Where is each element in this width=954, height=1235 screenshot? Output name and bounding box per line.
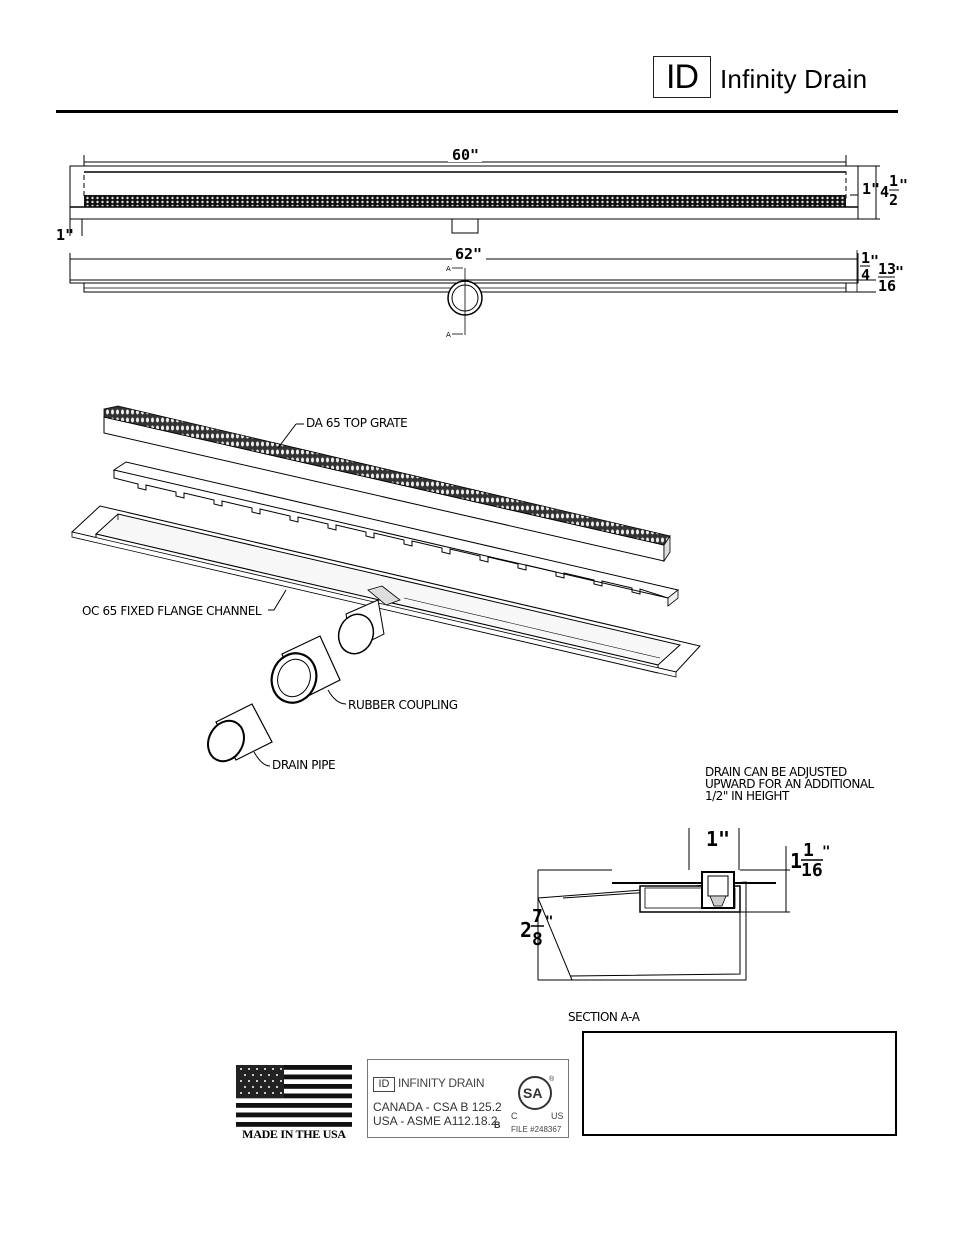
section-depth-num: 1 — [803, 840, 814, 861]
cert-b-mark: B — [494, 1120, 501, 1130]
note-line: UPWARD FOR AN ADDITIONAL — [705, 777, 874, 791]
drain-pipe — [207, 703, 273, 763]
usa-flag-icon — [236, 1065, 352, 1127]
top-grate — [103, 405, 671, 563]
csa-mark-text: SA — [523, 1085, 542, 1101]
side-thickness-unit: " — [895, 263, 904, 281]
cert-us-label: US — [551, 1111, 564, 1121]
cert-c-label: C — [511, 1111, 518, 1121]
channel-label: OC 65 FIXED FLANGE CHANNEL — [82, 604, 262, 618]
rubber-coupling — [270, 635, 341, 704]
section-height-den: 8 — [532, 929, 543, 950]
exploded-view: DA 65 TOP GRATE OC 65 FIXED FLANGE CHANN… — [70, 405, 701, 772]
made-in-usa-caption: MADE IN THE USA — [242, 1127, 346, 1141]
side-view: 62" A A 1 4 " 13 16 " — [69, 245, 904, 339]
section-width-dim: 1" — [706, 827, 730, 851]
section-depth-unit: " — [822, 844, 830, 860]
top-length-dim: 60" — [452, 146, 479, 164]
brand-logo-mark: ID — [653, 56, 711, 98]
section-marker-bottom: A — [446, 331, 451, 339]
outlet-stub — [337, 599, 385, 655]
note-line: 1/2" IN HEIGHT — [705, 789, 789, 803]
side-thickness-num: 13 — [878, 260, 896, 278]
coupling-label: RUBBER COUPLING — [348, 698, 458, 712]
top-height-whole: 4 — [880, 183, 889, 201]
cert-canada-standard: CANADA - CSA B 125.2 — [373, 1100, 502, 1114]
section-depth-den: 16 — [801, 860, 823, 881]
top-edge-dim: 1" — [56, 226, 74, 244]
top-height-den: 2 — [889, 191, 898, 209]
adjustment-note: DRAIN CAN BE ADJUSTED UPWARD FOR AN ADDI… — [705, 766, 905, 802]
pipe-label: DRAIN PIPE — [272, 758, 335, 772]
note-line: DRAIN CAN BE ADJUSTED — [705, 765, 847, 779]
side-flange-num: 1 — [861, 249, 870, 267]
section-height-whole: 2 — [520, 918, 532, 942]
section-height-unit: " — [545, 914, 553, 930]
section-marker-top: A — [446, 265, 451, 273]
section-view: 1" 1 1 16 " 2 7 8 " — [520, 827, 830, 981]
side-flange-unit: " — [870, 252, 879, 270]
grate-frame — [112, 461, 680, 607]
top-view: 60" 1" 4 1 2 " 1" — [56, 146, 908, 244]
top-height-num: 1 — [889, 172, 898, 190]
certification-badge: ID INFINITY DRAIN CANADA - CSA B 125.2 U… — [367, 1059, 569, 1138]
side-flange-den: 4 — [861, 266, 870, 284]
section-depth-whole: 1 — [790, 849, 802, 873]
top-inner-depth-dim: 1" — [862, 180, 880, 198]
brand-name: Infinity Drain — [720, 64, 868, 94]
cert-logo-mark: ID — [373, 1077, 395, 1092]
side-length-dim: 62" — [455, 245, 482, 263]
top-height-unit: " — [899, 176, 908, 194]
header-rule — [56, 110, 898, 113]
csa-logo-icon: SA ® — [518, 1075, 554, 1110]
section-height-num: 7 — [532, 906, 543, 927]
csa-registered: ® — [549, 1075, 554, 1083]
cert-brand: INFINITY DRAIN — [398, 1076, 485, 1090]
cert-file-number: FILE #248367 — [511, 1125, 562, 1134]
side-thickness-den: 16 — [878, 277, 896, 295]
blank-notes-box — [582, 1031, 897, 1136]
grate-label: DA 65 TOP GRATE — [306, 416, 407, 430]
cert-usa-standard: USA - ASME A112.18.2 — [373, 1114, 498, 1128]
section-label: SECTION A-A — [568, 1010, 640, 1024]
